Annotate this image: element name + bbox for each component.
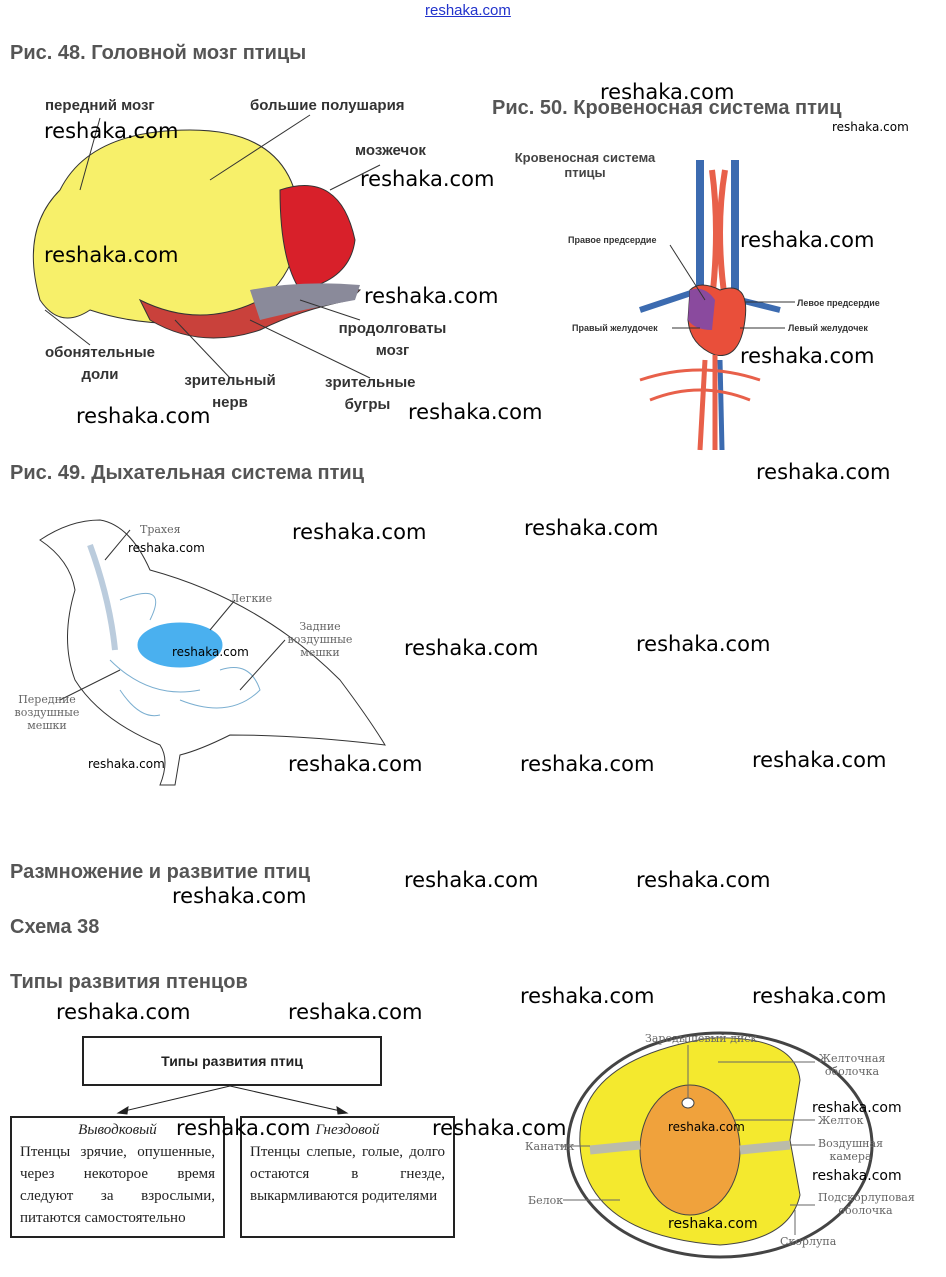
label-left-ventricle: Левый желудочек bbox=[788, 323, 868, 333]
fig50-title: Рис. 50. Кровеносная система птиц bbox=[492, 97, 842, 119]
watermark: reshaka.com bbox=[128, 541, 205, 555]
label-right-ventricle: Правый желудочек bbox=[572, 323, 658, 333]
left-text: Птенцы зрячие, опушенные, через некоторо… bbox=[20, 1144, 215, 1226]
label-forebrain: передний мозг bbox=[45, 97, 155, 114]
watermark: reshaka.com bbox=[636, 632, 771, 656]
left-title: Выводковый bbox=[78, 1122, 157, 1138]
scheme-right-box: Гнездовой Птенцы слепые, голые, долго ос… bbox=[240, 1116, 455, 1238]
egg-illustration bbox=[560, 1031, 874, 1259]
label-front-sacs: Передние воздушные мешки bbox=[14, 693, 80, 732]
watermark: reshaka.com bbox=[740, 344, 875, 368]
label-olfactory: обонятельные доли bbox=[44, 344, 156, 383]
fig50-subtitle: Кровеносная система птицы bbox=[514, 150, 656, 180]
fig49-title: Рис. 49. Дыхательная система птиц bbox=[10, 462, 365, 484]
label-white: Белок bbox=[528, 1194, 564, 1207]
watermark: reshaka.com bbox=[172, 645, 249, 659]
pigeon-illustration bbox=[39, 519, 386, 786]
watermark: reshaka.com bbox=[520, 984, 655, 1008]
label-optic-lobes: зрительные бугры bbox=[325, 374, 416, 413]
circulatory-illustration bbox=[639, 160, 795, 451]
watermark: reshaka.com bbox=[812, 1100, 902, 1116]
label-left-atrium: Левое предсердие bbox=[797, 298, 880, 308]
scheme-arrows bbox=[116, 1085, 349, 1115]
watermark: reshaka.com bbox=[520, 752, 655, 776]
watermark: reshaka.com bbox=[44, 243, 179, 267]
label-lungs: Легкие bbox=[230, 592, 273, 605]
label-rear-sacs: Задние воздушные мешки bbox=[287, 620, 353, 659]
watermark: reshaka.com bbox=[172, 884, 307, 908]
label-air-chamber: Воздушная камера bbox=[818, 1137, 884, 1163]
watermark: reshaka.com bbox=[404, 868, 539, 892]
watermark: reshaka.com bbox=[88, 757, 165, 771]
watermark: reshaka.com bbox=[668, 1216, 758, 1232]
label-hemispheres: большие полушария bbox=[250, 97, 405, 114]
watermark: reshaka.com bbox=[288, 1000, 423, 1024]
label-yolk-membrane: Желточная оболочка bbox=[818, 1052, 886, 1078]
watermark: reshaka.com bbox=[752, 984, 887, 1008]
watermark: reshaka.com bbox=[408, 400, 543, 424]
fig48-title: Рис. 48. Головной мозг птицы bbox=[10, 42, 307, 64]
watermark: reshaka.com bbox=[364, 284, 499, 308]
watermark: reshaka.com bbox=[404, 636, 539, 660]
label-germinal-disc: Зародышевый диск bbox=[645, 1032, 758, 1045]
watermark: reshaka.com bbox=[176, 1116, 311, 1140]
watermark: reshaka.com bbox=[76, 404, 211, 428]
watermark: reshaka.com bbox=[360, 167, 495, 191]
watermark: reshaka.com bbox=[56, 1000, 191, 1024]
watermark: reshaka.com bbox=[812, 1168, 902, 1184]
watermark: reshaka.com bbox=[636, 868, 771, 892]
label-right-atrium: Правое предсердие bbox=[568, 235, 657, 245]
watermark: reshaka.com bbox=[292, 520, 427, 544]
site-link[interactable]: reshaka.com bbox=[425, 2, 511, 19]
watermark: reshaka.com bbox=[832, 120, 909, 134]
label-optic-nerve: зрительный нерв bbox=[184, 372, 276, 411]
watermark: reshaka.com bbox=[288, 752, 423, 776]
watermark: reshaka.com bbox=[752, 748, 887, 772]
section-subtitle: Типы развития птенцов bbox=[10, 971, 248, 993]
label-cerebellum: мозжечок bbox=[355, 142, 426, 159]
watermark: reshaka.com bbox=[44, 119, 179, 143]
scheme-root: Типы развития птиц bbox=[82, 1036, 382, 1086]
scheme-left-box: Выводковый Птенцы зрячие, опушенные, чер… bbox=[10, 1116, 225, 1238]
label-trachea: Трахея bbox=[140, 523, 181, 536]
watermark: reshaka.com bbox=[668, 1120, 745, 1134]
watermark: reshaka.com bbox=[756, 460, 891, 484]
watermark: reshaka.com bbox=[600, 80, 735, 104]
watermark: reshaka.com bbox=[524, 516, 659, 540]
watermark: reshaka.com bbox=[740, 228, 875, 252]
label-shell: Скорлупа bbox=[780, 1235, 837, 1248]
label-shell-membrane: Подскорлуповая оболочка bbox=[818, 1191, 915, 1217]
label-medulla: продолговаты мозг bbox=[338, 320, 447, 359]
label-chalaza: Канатик bbox=[525, 1140, 575, 1153]
brain-illustration bbox=[32, 114, 381, 379]
right-title: Гнездовой bbox=[315, 1122, 380, 1138]
watermark: reshaka.com bbox=[432, 1116, 567, 1140]
label-yolk: Желток bbox=[818, 1114, 864, 1127]
scheme-number: Схема 38 bbox=[10, 916, 100, 938]
section-title: Размножение и развитие птиц bbox=[10, 861, 311, 883]
right-text: Птенцы слепые, голые, долго остаются в г… bbox=[250, 1144, 445, 1204]
